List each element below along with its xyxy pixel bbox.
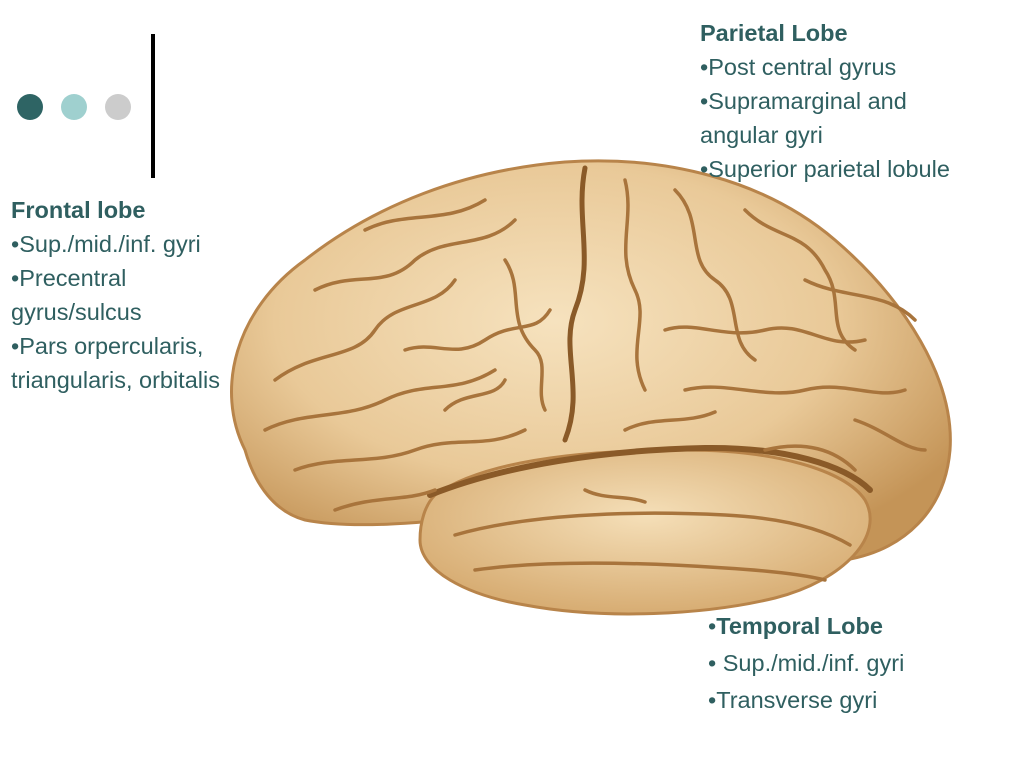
central-sulcus (562, 165, 588, 443)
temporal-lobe-label: •Temporal Lobe • Sup./mid./inf. gyri •Tr… (708, 608, 1008, 719)
frontal-lobe-label: Frontal lobe •Sup./mid./inf. gyri •Prece… (11, 193, 251, 397)
temporal-bullet: • (708, 613, 717, 639)
parietal-lobe-title: Parietal Lobe (700, 20, 848, 46)
parietal-item: •Post central gyrus (700, 54, 897, 80)
frontal-item: •Precentral gyrus/sulcus (11, 265, 142, 325)
lateral-fissure (427, 444, 873, 498)
parietal-item: •Supramarginal and angular gyri (700, 88, 907, 148)
temporal-item: • Sup./mid./inf. gyri (708, 650, 905, 676)
frontal-lobe-title: Frontal lobe (11, 197, 146, 223)
brain-illustration (230, 159, 952, 616)
parietal-lobe-label: Parietal Lobe •Post central gyrus •Supra… (700, 16, 960, 186)
frontal-gyri (263, 198, 552, 512)
dot-dark (17, 94, 43, 120)
frontal-item: •Sup./mid./inf. gyri (11, 231, 201, 257)
dot-teal (61, 94, 87, 120)
parietal-item: •Superior parietal lobule (700, 156, 950, 182)
vertical-divider (151, 34, 155, 178)
temporal-gyri (453, 488, 852, 582)
parietal-gyri (623, 178, 927, 472)
temporal-lobe-title: Temporal Lobe (716, 613, 883, 639)
dot-gray (105, 94, 131, 120)
temporal-item: •Transverse gyri (708, 687, 878, 713)
frontal-item: •Pars orpercularis, triangularis, orbita… (11, 333, 220, 393)
decorative-dots (17, 94, 131, 120)
